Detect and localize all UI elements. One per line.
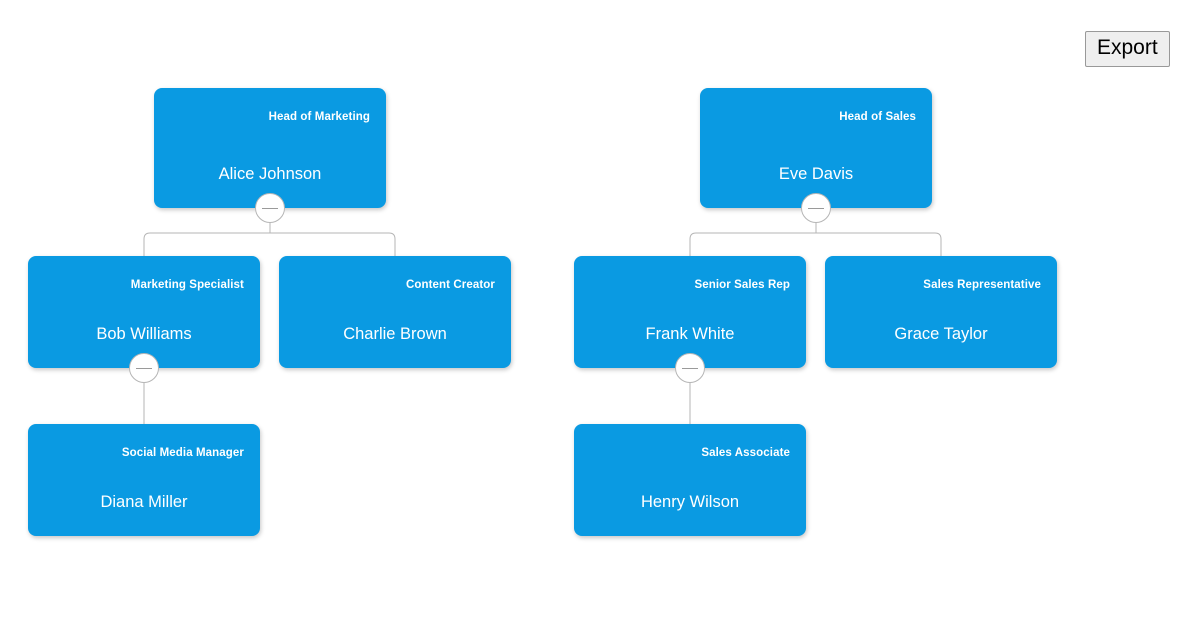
org-node-title: Senior Sales Rep bbox=[694, 279, 790, 291]
collapse-toggle-minus-icon[interactable] bbox=[801, 193, 831, 223]
org-node-title: Social Media Manager bbox=[121, 447, 244, 459]
org-node-name: Frank White bbox=[645, 325, 735, 343]
org-node-name: Eve Davis bbox=[778, 165, 854, 183]
org-node-name: Alice Johnson bbox=[218, 165, 322, 183]
export-button[interactable]: Export bbox=[1085, 31, 1170, 67]
collapse-toggle-minus-icon[interactable] bbox=[129, 353, 159, 383]
org-node-title: Sales Representative bbox=[923, 279, 1041, 291]
org-node-name: Charlie Brown bbox=[343, 325, 447, 343]
org-node-title: Marketing Specialist bbox=[130, 279, 244, 291]
connector-alice-johnson-to-charlie-brown bbox=[270, 232, 396, 256]
org-node-name: Henry Wilson bbox=[640, 493, 740, 511]
connector-eve-davis-to-frank-white bbox=[689, 232, 816, 256]
connector-alice-johnson-to-bob-williams bbox=[143, 232, 270, 256]
org-node-name: Diana Miller bbox=[100, 493, 188, 511]
org-node-title: Content Creator bbox=[405, 279, 495, 291]
org-node-name: Grace Taylor bbox=[894, 325, 988, 343]
collapse-toggle-minus-icon[interactable] bbox=[675, 353, 705, 383]
org-node-title: Head of Marketing bbox=[268, 111, 370, 123]
org-node-title: Head of Sales bbox=[839, 111, 916, 123]
org-node-title: Sales Associate bbox=[701, 447, 790, 459]
org-node-name: Bob Williams bbox=[96, 325, 192, 343]
collapse-toggle-minus-icon[interactable] bbox=[255, 193, 285, 223]
connector-eve-davis-to-grace-taylor bbox=[816, 232, 942, 256]
